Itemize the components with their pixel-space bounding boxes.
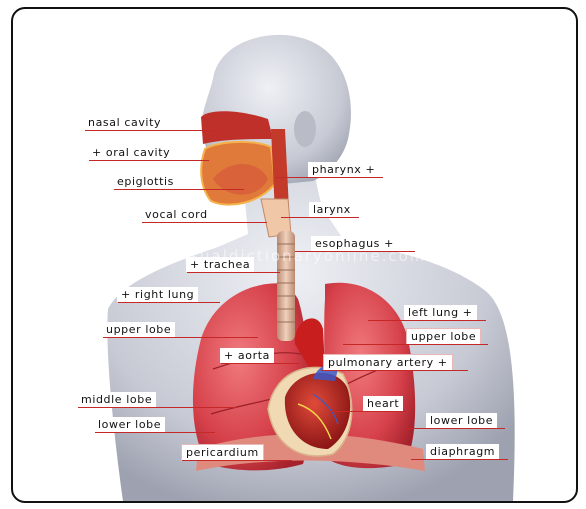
leader-line bbox=[411, 459, 508, 460]
label-oral-cavity: + oral cavity bbox=[88, 145, 174, 160]
label-middle-lobe: middle lobe bbox=[77, 392, 156, 407]
leader-line bbox=[95, 432, 215, 433]
leader-line bbox=[321, 370, 468, 371]
leader-line bbox=[85, 130, 215, 131]
label-pericardium: pericardium bbox=[181, 444, 264, 461]
leader-line bbox=[281, 217, 359, 218]
label-pharynx: pharynx + bbox=[308, 162, 379, 177]
leader-line bbox=[275, 177, 383, 178]
leader-line bbox=[142, 222, 267, 223]
label-pulmonary-artery: pulmonary artery + bbox=[323, 354, 453, 371]
label-larynx: larynx bbox=[309, 202, 355, 217]
label-upper-lobe-right-side: upper lobe bbox=[406, 328, 481, 345]
leader-line bbox=[89, 160, 209, 161]
label-upper-lobe-left-side: upper lobe bbox=[102, 322, 175, 337]
leader-line bbox=[331, 411, 408, 412]
leader-line bbox=[103, 337, 258, 338]
leader-line bbox=[78, 407, 238, 408]
label-trachea: + trachea bbox=[186, 257, 254, 272]
label-nasal-cavity: nasal cavity bbox=[84, 115, 165, 130]
label-lower-lobe-left-side: lower lobe bbox=[94, 417, 165, 432]
leader-line bbox=[368, 320, 486, 321]
leader-line bbox=[343, 344, 488, 345]
label-left-lung: left lung + bbox=[404, 305, 477, 320]
leader-line bbox=[118, 302, 220, 303]
leader-line bbox=[405, 428, 505, 429]
label-lower-lobe-right-side: lower lobe bbox=[426, 413, 497, 428]
label-esophagus: esophagus + bbox=[311, 236, 398, 251]
label-diaphragm: diaphragm bbox=[426, 444, 499, 459]
label-heart: heart bbox=[363, 396, 403, 411]
leader-line bbox=[187, 272, 280, 273]
label-right-lung: + right lung bbox=[117, 287, 198, 302]
diagram-frame: www.visualdictionaryonline.com nasal cav… bbox=[11, 7, 578, 503]
leader-line bbox=[221, 363, 299, 364]
label-epiglottis: epiglottis bbox=[113, 174, 178, 189]
leader-line bbox=[182, 460, 292, 461]
leader-line bbox=[295, 251, 415, 252]
label-aorta: + aorta bbox=[220, 348, 274, 363]
ear bbox=[294, 111, 316, 147]
label-vocal-cord: vocal cord bbox=[141, 207, 212, 222]
leader-line bbox=[114, 189, 244, 190]
